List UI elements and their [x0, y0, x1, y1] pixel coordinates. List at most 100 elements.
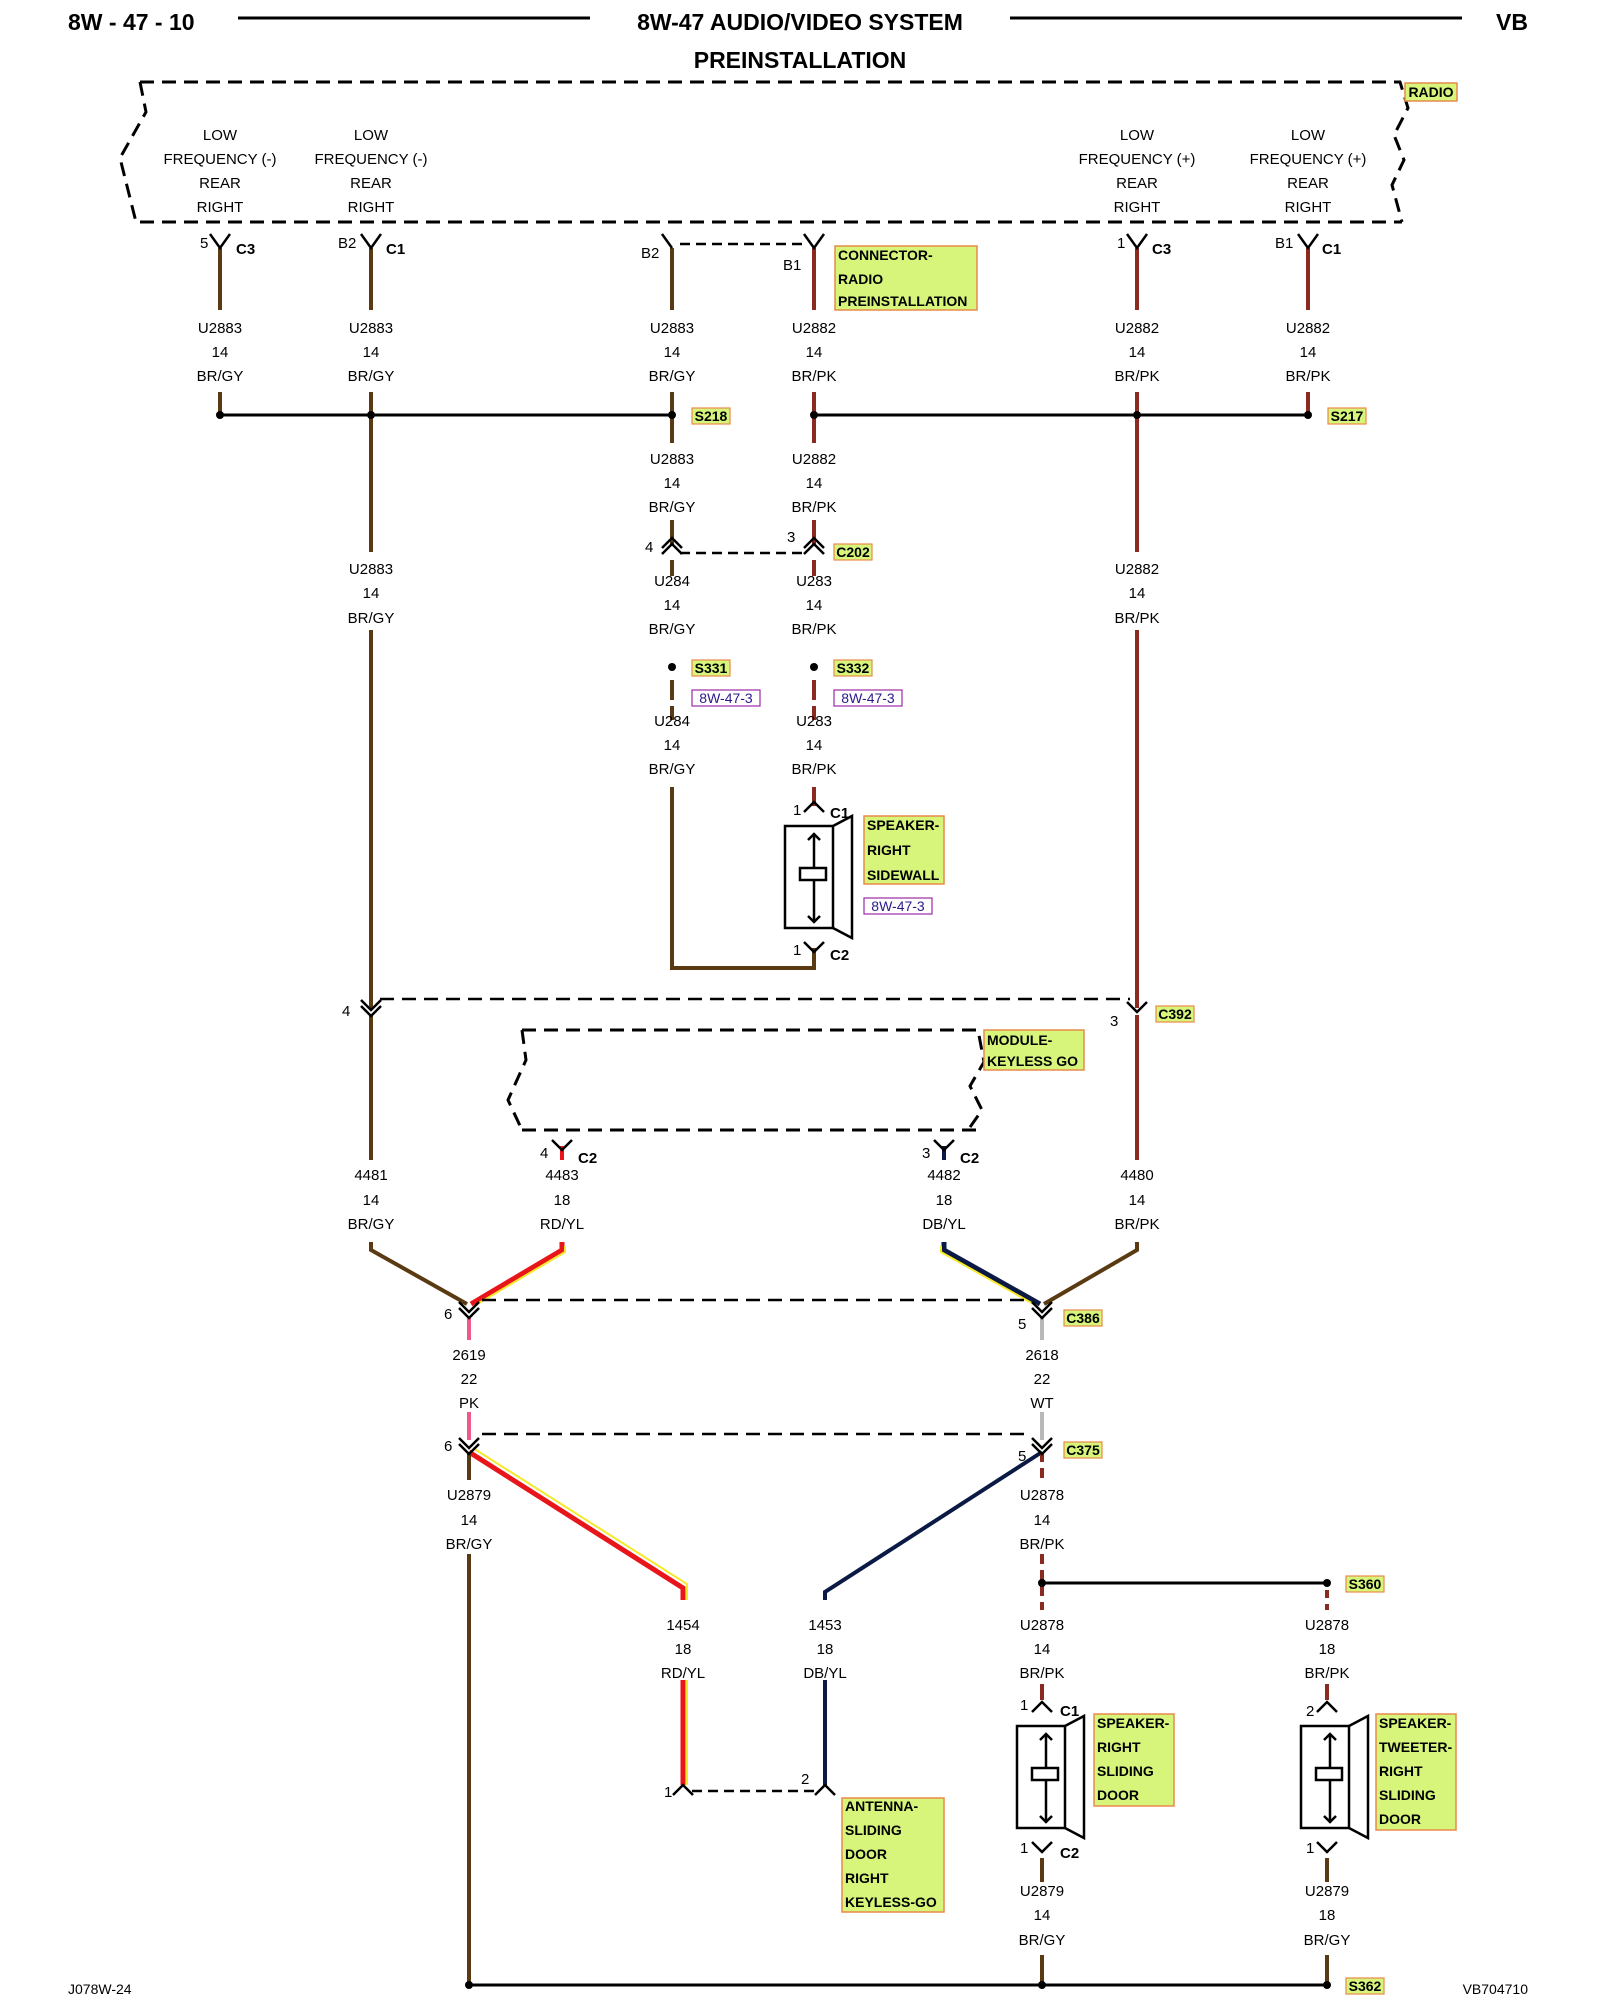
splice-dot: [465, 1981, 473, 1989]
antenna-label: ANTENNA- SLIDING DOOR RIGHT KEYLESS-GO: [841, 1797, 945, 1913]
svg-text:C3: C3: [1152, 241, 1171, 258]
svg-text:2: 2: [801, 1771, 809, 1788]
tag-s331: S331: [691, 659, 731, 677]
svg-text:PREINSTALLATION: PREINSTALLATION: [838, 293, 967, 309]
svg-text:14: 14: [363, 585, 380, 602]
svg-text:SPEAKER-: SPEAKER-: [1379, 1715, 1452, 1731]
svg-text:BR/GY: BR/GY: [348, 610, 395, 627]
radio-label: RADIO: [1408, 84, 1453, 100]
svg-text:C2: C2: [960, 1150, 979, 1167]
svg-text:REAR: REAR: [199, 175, 241, 192]
svg-text:C2: C2: [1060, 1845, 1079, 1862]
connector-c202-a: [661, 536, 683, 555]
keyless-module-label: MODULE- KEYLESS GO: [983, 1029, 1085, 1071]
svg-text:RIGHT: RIGHT: [867, 842, 911, 858]
svg-text:RIGHT: RIGHT: [1097, 1739, 1141, 1755]
svg-text:SPEAKER-: SPEAKER-: [1097, 1715, 1170, 1731]
svg-text:8W-47-3: 8W-47-3: [841, 690, 895, 706]
svg-text:14: 14: [1129, 1192, 1146, 1209]
svg-text:C2: C2: [830, 947, 849, 964]
svg-text:LOW: LOW: [354, 127, 389, 144]
svg-text:U2883: U2883: [349, 561, 393, 578]
svg-text:1453: 1453: [808, 1617, 841, 1634]
svg-text:U283: U283: [796, 713, 832, 730]
svg-text:RIGHT: RIGHT: [845, 1870, 889, 1886]
svg-text:BR/PK: BR/PK: [1019, 1536, 1064, 1553]
svg-text:RD/YL: RD/YL: [661, 1665, 705, 1682]
svg-text:LOW: LOW: [203, 127, 238, 144]
svg-text:BR/PK: BR/PK: [1114, 368, 1159, 385]
svg-text:B2: B2: [641, 245, 659, 262]
svg-text:14: 14: [806, 737, 823, 754]
svg-text:C1: C1: [386, 241, 405, 258]
connector-antenna-2: [814, 1783, 836, 1796]
xref-8w-47-3-sidewall[interactable]: 8W-47-3: [863, 897, 933, 915]
svg-text:REAR: REAR: [350, 175, 392, 192]
tag-c386: C386: [1063, 1309, 1103, 1327]
svg-text:14: 14: [1300, 344, 1317, 361]
svg-text:14: 14: [806, 597, 823, 614]
xref-8w-47-3-b[interactable]: 8W-47-3: [833, 689, 903, 707]
svg-text:U284: U284: [654, 573, 690, 590]
svg-text:S362: S362: [1349, 1978, 1382, 1994]
svg-text:CONNECTOR-: CONNECTOR-: [838, 247, 933, 263]
radio-pin-1-label: LOW FREQUENCY (-) REAR RIGHT: [163, 127, 276, 216]
svg-text:BR/GY: BR/GY: [649, 368, 696, 385]
svg-text:MODULE-: MODULE-: [987, 1032, 1053, 1048]
footer-right-code: VB704710: [1463, 1981, 1529, 1997]
svg-text:C386: C386: [1066, 1310, 1100, 1326]
svg-text:14: 14: [806, 344, 823, 361]
svg-text:B2: B2: [338, 235, 356, 252]
splice-dot: [1133, 411, 1141, 419]
svg-text:LOW: LOW: [1291, 127, 1326, 144]
svg-text:RIGHT: RIGHT: [1114, 199, 1161, 216]
svg-text:FREQUENCY (-): FREQUENCY (-): [163, 151, 276, 168]
svg-text:14: 14: [1129, 344, 1146, 361]
splice-dots: [216, 411, 1331, 1989]
svg-text:BR/GY: BR/GY: [1019, 1932, 1066, 1949]
svg-text:1: 1: [1020, 1697, 1028, 1714]
wire-4482-to-c386: [941, 1242, 1042, 1307]
svg-text:U284: U284: [654, 713, 690, 730]
svg-text:3: 3: [922, 1145, 930, 1162]
svg-text:14: 14: [363, 344, 380, 361]
connector-tweeter-2: [1316, 1700, 1338, 1713]
svg-text:BR/PK: BR/PK: [1114, 610, 1159, 627]
radio-pin-4-label: LOW FREQUENCY (+) REAR RIGHT: [1250, 127, 1367, 216]
svg-text:DB/YL: DB/YL: [803, 1665, 846, 1682]
connector-preinst-b2: [660, 233, 674, 249]
svg-text:BR/PK: BR/PK: [791, 761, 836, 778]
svg-text:U2879: U2879: [1305, 1883, 1349, 1900]
svg-text:1: 1: [664, 1784, 672, 1801]
svg-text:14: 14: [806, 475, 823, 492]
tag-c375: C375: [1063, 1441, 1103, 1459]
svg-text:WT: WT: [1030, 1395, 1053, 1412]
svg-text:C1: C1: [830, 805, 849, 822]
svg-text:U2883: U2883: [198, 320, 242, 337]
svg-text:18: 18: [1319, 1907, 1336, 1924]
svg-text:4: 4: [540, 1145, 548, 1162]
svg-text:4: 4: [645, 539, 653, 556]
svg-text:18: 18: [936, 1192, 953, 1209]
svg-text:U2883: U2883: [650, 451, 694, 468]
xref-8w-47-3-a[interactable]: 8W-47-3: [691, 689, 761, 707]
svg-text:U2882: U2882: [1115, 320, 1159, 337]
svg-text:4481: 4481: [354, 1167, 387, 1184]
wires: [218, 248, 1329, 1987]
page-title: 8W-47 AUDIO/VIDEO SYSTEM: [637, 9, 963, 35]
svg-text:14: 14: [1034, 1641, 1051, 1658]
connector-c1-right: [1296, 233, 1320, 251]
svg-text:U2878: U2878: [1305, 1617, 1349, 1634]
tag-s218: S218: [691, 407, 731, 425]
svg-text:BR/GY: BR/GY: [649, 761, 696, 778]
